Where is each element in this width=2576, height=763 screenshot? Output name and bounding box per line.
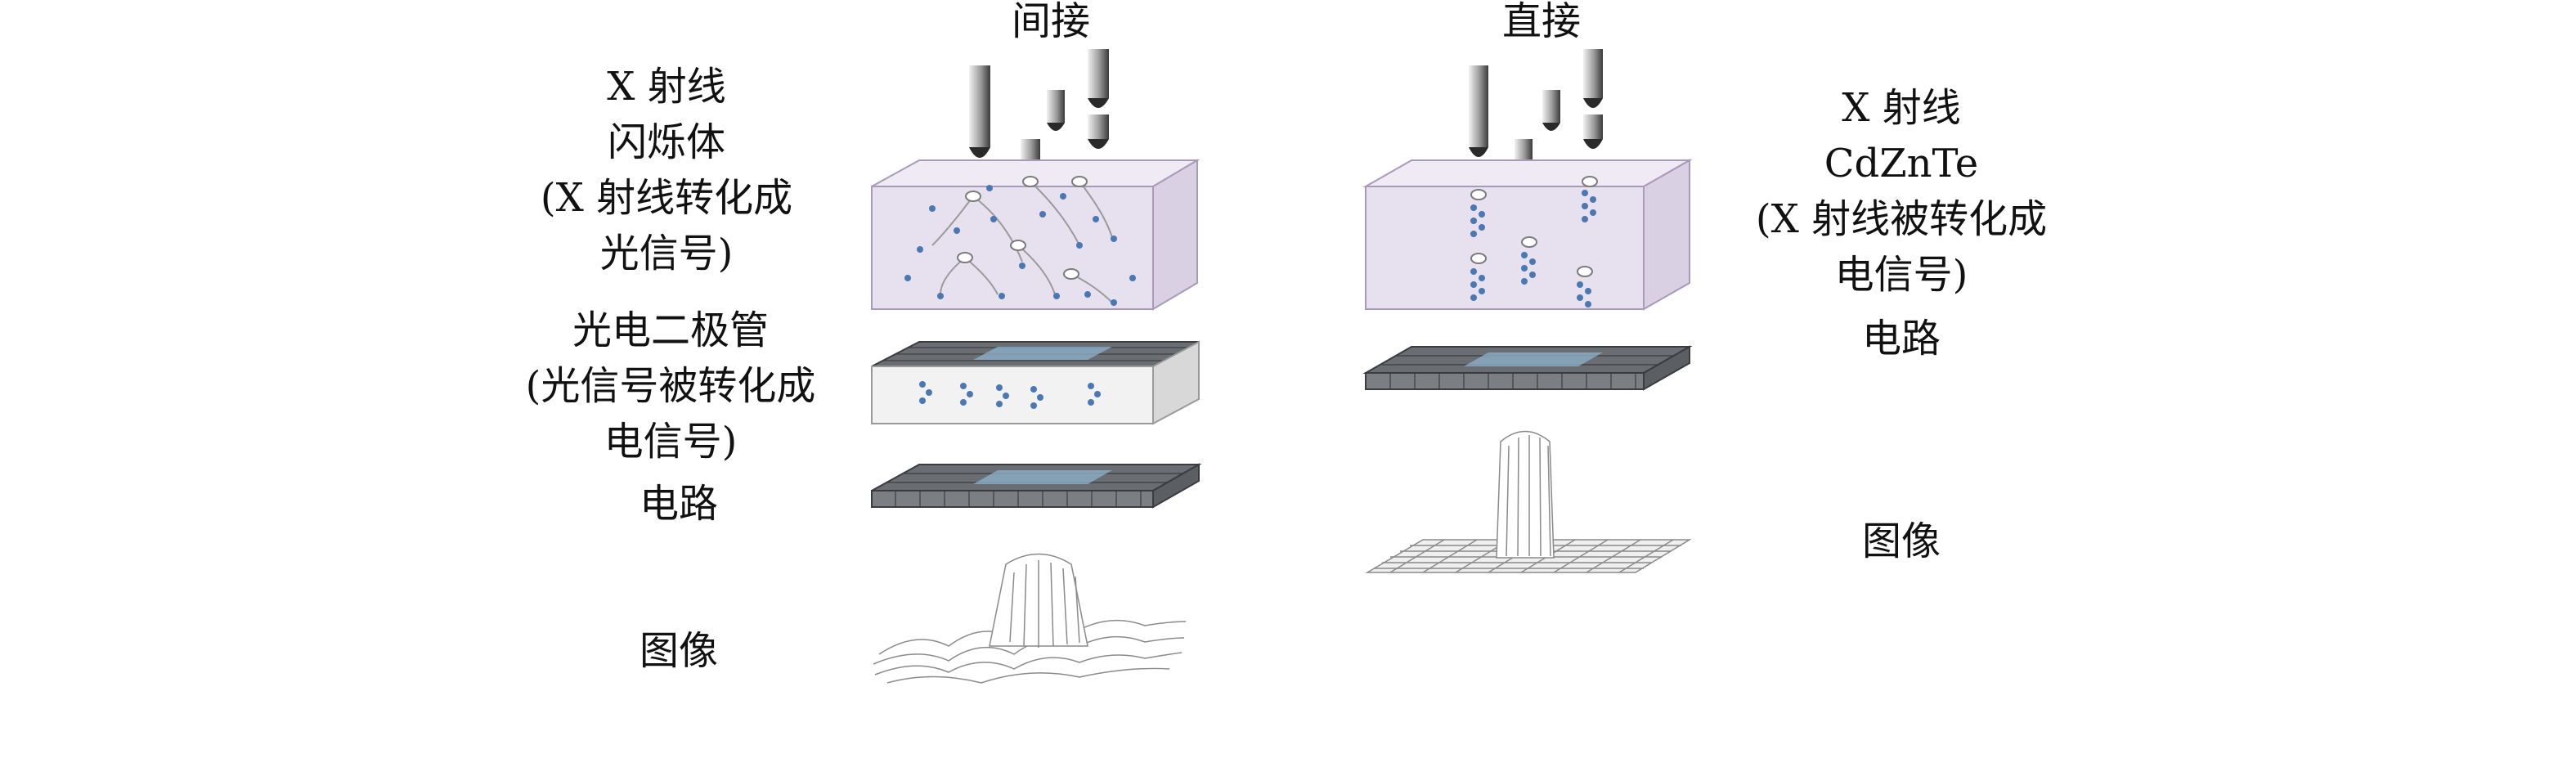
xray-beam bbox=[1469, 65, 1488, 157]
xray-beam bbox=[1088, 49, 1109, 108]
photodiode-layer bbox=[871, 340, 1200, 425]
indirect-scintillator-label: X 射线 闪烁体 (X 射线转化成 光信号) bbox=[491, 59, 842, 281]
indirect-scintillator-line-2: 闪烁体 bbox=[607, 119, 725, 165]
indirect-image-surface bbox=[873, 553, 1187, 684]
indirect-xray-beams bbox=[969, 49, 1109, 173]
direct-detector-line-4: 电信号) bbox=[1834, 252, 1968, 298]
direct-detector-line-2: CdZnTe bbox=[1824, 141, 1979, 186]
xray-beam bbox=[1583, 114, 1603, 149]
direct-image-label: 图像 bbox=[1861, 518, 1941, 564]
indirect-photodiode-label: 光电二极管 (光信号被转化成 电信号) bbox=[491, 303, 850, 469]
direct-title: 直接 bbox=[1501, 0, 1581, 44]
indirect-photodiode-line-3: 电信号) bbox=[604, 419, 738, 465]
direct-xray-beams bbox=[1469, 49, 1603, 173]
indirect-circuit-label: 电路 bbox=[639, 481, 718, 527]
indirect-title: 间接 bbox=[1011, 0, 1090, 44]
cdznte-block bbox=[1362, 159, 1693, 311]
indirect-scintillator-line-4: 光信号) bbox=[599, 231, 734, 276]
xray-beam bbox=[1583, 49, 1603, 108]
direct-circuit-label: 电路 bbox=[1861, 316, 1941, 361]
direct-detector-label: X 射线 CdZnTe (X 射线被转化成 电信号) bbox=[1730, 80, 2073, 303]
indirect-circuit-grid bbox=[871, 463, 1202, 509]
direct-detector-line-1: X 射线 bbox=[1842, 85, 1961, 131]
xray-beam bbox=[1088, 114, 1109, 149]
xray-beam bbox=[1047, 90, 1065, 131]
indirect-scintillator-line-3: (X 射线转化成 bbox=[540, 175, 793, 221]
indirect-photodiode-line-2: (光信号被转化成 bbox=[525, 363, 816, 409]
xray-beam bbox=[969, 65, 990, 158]
indirect-photodiode-line-1: 光电二极管 bbox=[572, 307, 769, 353]
indirect-scintillator-line-1: X 射线 bbox=[607, 64, 726, 110]
direct-detector-line-3: (X 射线被转化成 bbox=[1755, 196, 2048, 242]
direct-image-surface bbox=[1365, 430, 1692, 573]
indirect-image-label: 图像 bbox=[639, 628, 718, 674]
xray-beam bbox=[1542, 90, 1560, 131]
direct-circuit-grid bbox=[1362, 345, 1693, 391]
scintillator-block bbox=[871, 159, 1200, 311]
